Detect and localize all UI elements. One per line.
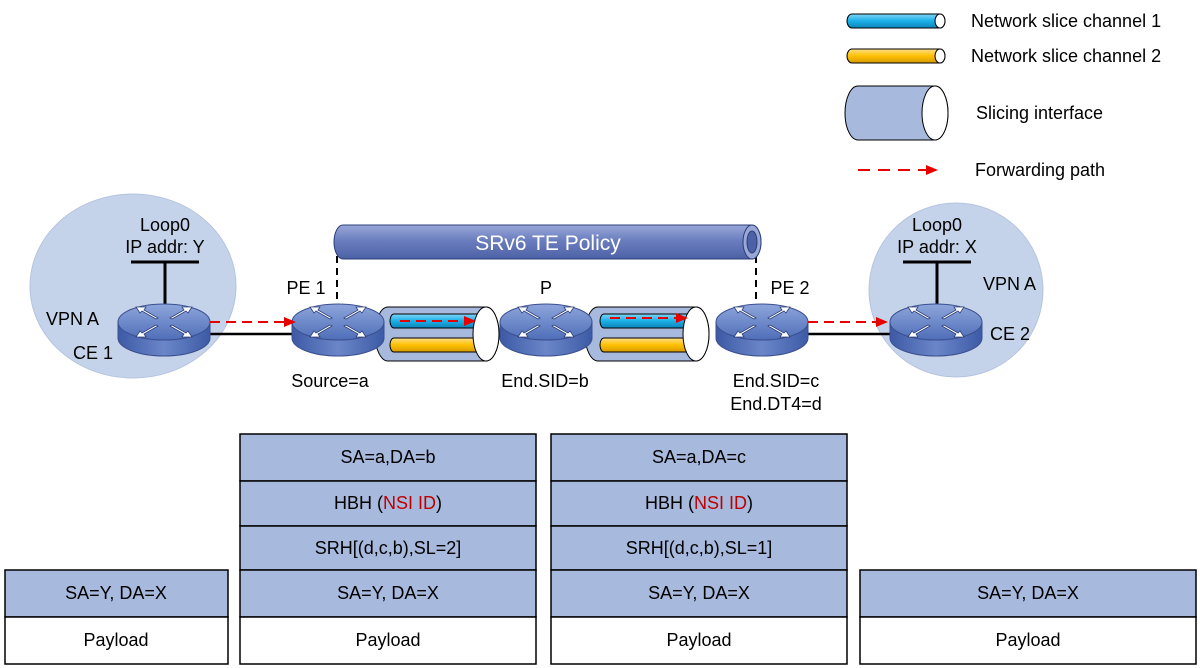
ce1-vpn-label: VPN A [46, 309, 99, 329]
ce1-pe1-ip-header: SA=Y, DA=X [65, 583, 167, 603]
legend-label-slice-channel-2: Network slice channel 2 [971, 46, 1161, 66]
legend-item-slicing-interface: Slicing interface [844, 85, 1103, 141]
forwarding-path-arrowheads [284, 313, 888, 327]
pe1-p-payload: Payload [355, 630, 420, 650]
ce1-pe1-payload: Payload [83, 630, 148, 650]
slicing-interface-pe1-p [374, 306, 500, 362]
pe1-p-srh-header: SRH[(d,c,b),SL=2] [315, 538, 462, 558]
p-pe2-outer-header: SA=a,DA=c [652, 447, 746, 467]
p-pe2-ip-header: SA=Y, DA=X [648, 583, 750, 603]
legend-label-forwarding-path: Forwarding path [975, 160, 1105, 180]
packet-p-pe2 [550, 433, 848, 665]
ce1-name: CE 1 [73, 343, 113, 363]
legend-item-slice-channel-2: Network slice channel 2 [846, 46, 1161, 66]
ce2-name: CE 2 [990, 324, 1030, 344]
pe2-ce2-payload: Payload [995, 630, 1060, 650]
ce1-router-icon [117, 303, 211, 357]
ce2-router-icon [889, 303, 983, 357]
pe2-ce2-ip-header: SA=Y, DA=X [977, 583, 1079, 603]
legend-item-forwarding-path: Forwarding path [858, 160, 1105, 180]
ce1-loop-ip: IP addr: Y [125, 237, 204, 257]
legend-label-slicing-interface: Slicing interface [976, 103, 1103, 123]
forwarding-path [210, 317, 876, 323]
p-pe2-nsi-id: NSI ID [694, 493, 747, 513]
legend: Network slice channel 1 Network slice ch… [844, 11, 1161, 180]
packet-ce1-pe1 [4, 569, 229, 665]
ce2-loop-ip: IP addr: X [897, 237, 977, 257]
p-pe2-srh-header: SRH[(d,c,b),SL=1] [626, 538, 773, 558]
p-pe2-payload: Payload [666, 630, 731, 650]
ce2-loop-name: Loop0 [912, 215, 962, 235]
pe2-end-dt4: End.DT4=d [730, 394, 822, 414]
p-name: P [540, 278, 552, 298]
pe1-p-hbh-header: HBH (NSI ID) [334, 493, 442, 513]
pe1-router-icon [291, 303, 385, 357]
slicing-interface-p-pe2 [584, 306, 710, 362]
srv6-te-policy-tunnel: SRv6 TE Policy [333, 224, 762, 300]
packet-pe1-p [239, 433, 537, 665]
ce1-loop-name: Loop0 [140, 215, 190, 235]
pe1-p-ip-header: SA=Y, DA=X [337, 583, 439, 603]
pe2-end-sid: End.SID=c [733, 371, 820, 391]
p-pe2-hbh-header: HBH (NSI ID) [645, 493, 753, 513]
pe1-source-sid: Source=a [291, 371, 370, 391]
pe1-name: PE 1 [286, 278, 325, 298]
policy-label: SRv6 TE Policy [475, 232, 621, 255]
legend-item-slice-channel-1: Network slice channel 1 [846, 11, 1161, 31]
p-router-icon [499, 303, 593, 357]
slice-channel-2-pe1-p [389, 337, 483, 353]
packet-pe2-ce2 [859, 569, 1197, 665]
pe2-name: PE 2 [770, 278, 809, 298]
p-end-sid: End.SID=b [501, 371, 589, 391]
pe2-router-icon [715, 303, 809, 357]
pe1-p-nsi-id: NSI ID [383, 493, 436, 513]
slice-channel-2-p-pe2 [599, 337, 693, 353]
pe1-p-outer-header: SA=a,DA=b [340, 447, 435, 467]
legend-label-slice-channel-1: Network slice channel 1 [971, 11, 1161, 31]
ce2-vpn-label: VPN A [983, 274, 1036, 294]
